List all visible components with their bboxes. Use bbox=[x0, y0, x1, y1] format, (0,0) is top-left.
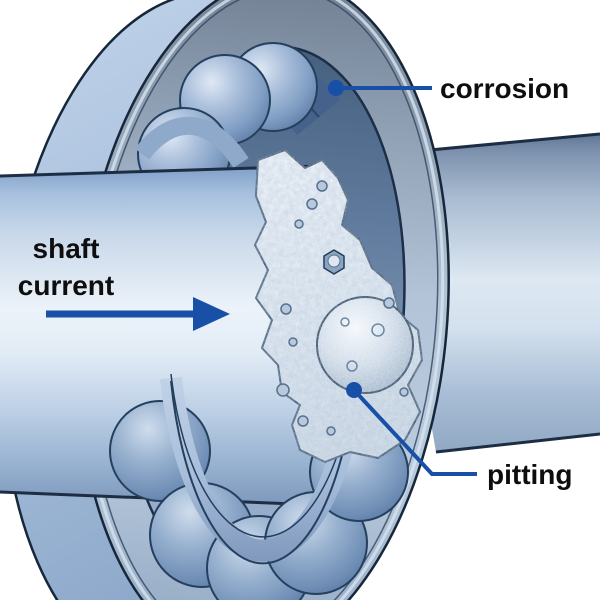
hex-pit bbox=[323, 249, 345, 275]
pitting-leader-line bbox=[352, 388, 477, 476]
crater bbox=[346, 360, 358, 372]
right-arrow-icon bbox=[46, 297, 230, 331]
pitting-label: pitting bbox=[487, 459, 573, 490]
shaft-current-annotation: shaft current bbox=[18, 233, 230, 331]
pitting-annotation: pitting bbox=[346, 382, 573, 490]
dot-marker-icon bbox=[328, 80, 344, 96]
shaft-current-label-line1: shaft bbox=[33, 233, 100, 264]
small-pits bbox=[276, 180, 409, 436]
crater bbox=[340, 317, 350, 327]
shaft-current-label-line2: current bbox=[18, 270, 114, 301]
inner-ring-far-rim bbox=[134, 116, 249, 168]
crater bbox=[371, 323, 385, 337]
pitting-bump bbox=[316, 296, 414, 394]
corrosion-patch bbox=[254, 149, 423, 463]
shaft-right bbox=[397, 132, 600, 454]
corrosion-annotation: corrosion bbox=[328, 73, 569, 104]
corrosion-label: corrosion bbox=[440, 73, 569, 104]
